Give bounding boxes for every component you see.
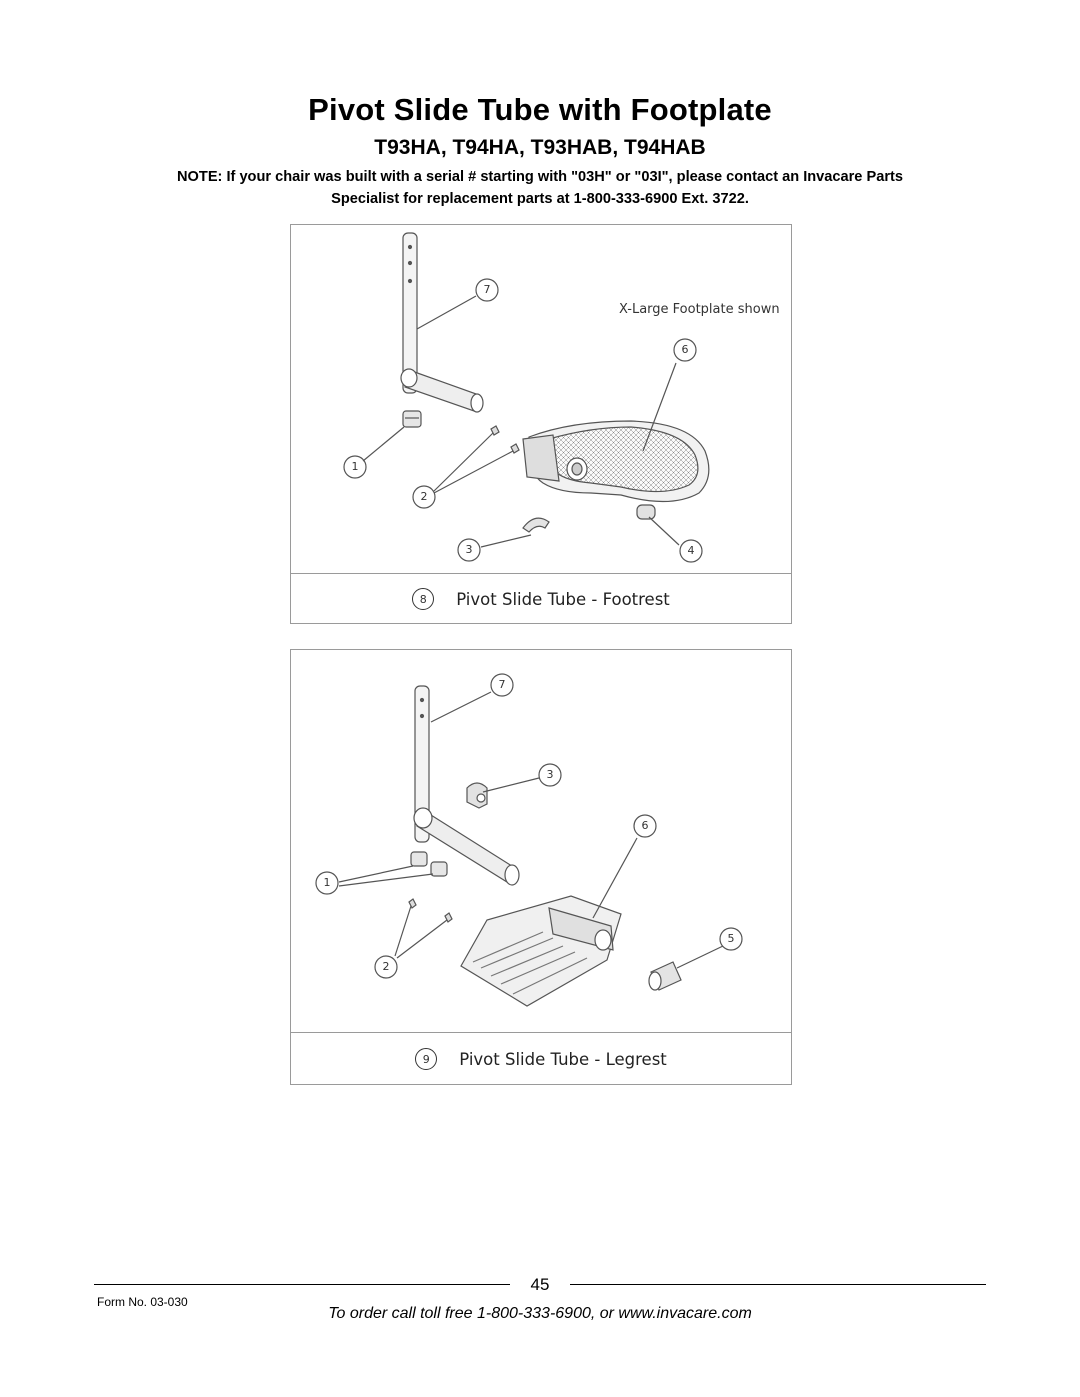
callout-3: 3 [465,543,473,556]
callout-2: 2 [420,490,428,503]
model-numbers: T93HA, T94HA, T93HAB, T94HAB [374,136,706,159]
note-line-2: Specialist for replacement parts at 1-80… [331,191,749,207]
callout-6: 6 [641,819,649,832]
callout-1: 1 [351,460,359,473]
footrest-illustration [343,232,710,563]
caption-text: Pivot Slide Tube - Legrest [459,1049,667,1069]
footrest-caption: 8 Pivot Slide Tube - Footrest [291,573,791,624]
caption-number-8: 8 [412,588,435,610]
legrest-diagram: 7 3 6 1 5 2 9 Pivot Slide Tube - Legrest [290,649,792,1085]
callout-2: 2 [382,960,390,973]
page-title: Pivot Slide Tube with Footplate [308,92,772,127]
page-number: 45 [530,1275,550,1294]
note-line-1: NOTE: If your chair was built with a ser… [177,169,903,185]
legrest-illustration [315,673,743,1007]
footplate-size-note: X-Large Footplate shown [619,302,780,317]
callout-7: 7 [483,283,491,296]
footer-rule-right [570,1284,986,1285]
caption-number-9: 9 [415,1048,438,1070]
callout-5: 5 [727,932,735,945]
callout-3: 3 [546,768,554,781]
note: NOTE: If your chair was built with a ser… [60,166,1020,210]
callout-7: 7 [498,678,506,691]
order-info: To order call toll free 1-800-333-6900, … [328,1305,752,1322]
callout-6: 6 [681,343,689,356]
caption-text: Pivot Slide Tube - Footrest [456,589,670,609]
footer-rule-left [94,1284,510,1285]
legrest-caption: 9 Pivot Slide Tube - Legrest [291,1032,791,1085]
callout-4: 4 [687,544,695,557]
form-number: Form No. 03-030 [97,1295,188,1309]
callout-1: 1 [323,876,331,889]
footrest-diagram: 7 6 1 2 3 4 X-Large Footplate shown 8 Pi… [290,224,792,624]
